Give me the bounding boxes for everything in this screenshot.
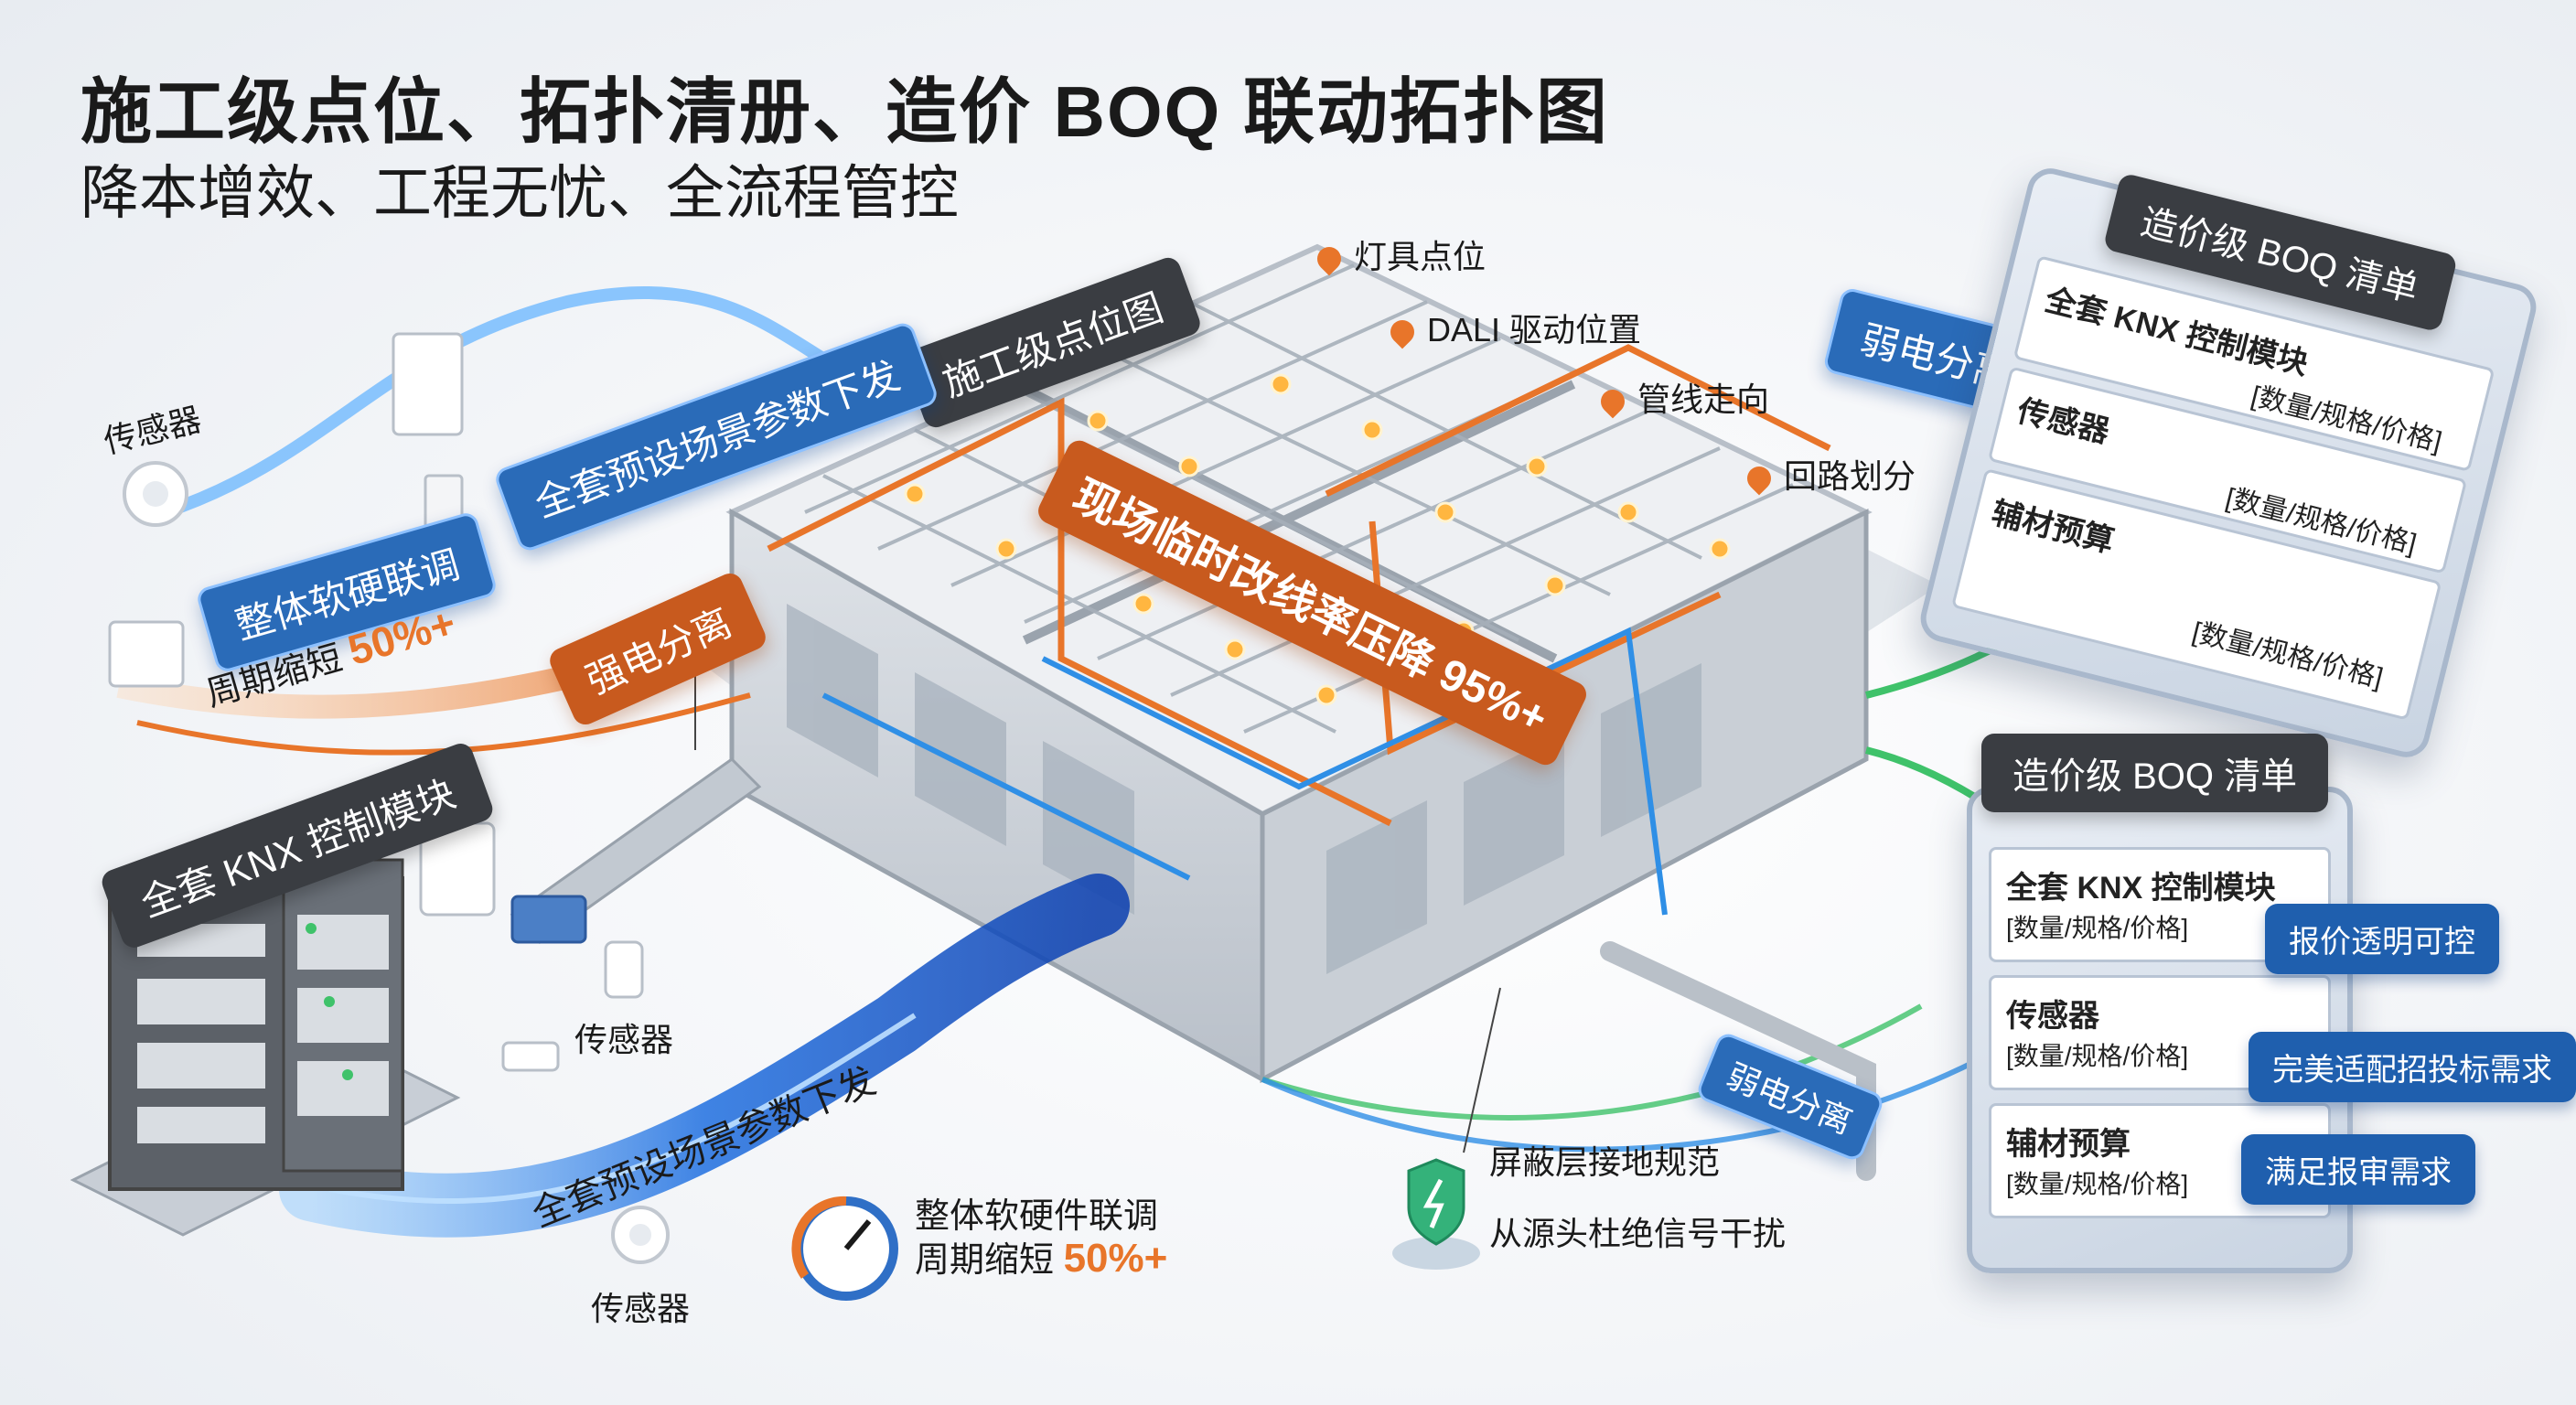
boq-row-spec: [数量/规格/价格] [2189, 617, 2387, 694]
knx-cabinet [70, 858, 461, 1237]
boq-row-name: 辅材预算 [2006, 1127, 2131, 1162]
boq-row-name: 传感器 [2013, 393, 2113, 450]
page-subtitle: 降本增效、工程无忧、全流程管控 [80, 160, 959, 226]
location-pin-icon [1595, 385, 1630, 419]
boq-row-name: 全套 KNX 控制模块 [2006, 871, 2276, 906]
speed-gauge-icon [791, 1196, 898, 1301]
din-module [108, 620, 185, 688]
building-model [725, 243, 1873, 1084]
location-pin-icon [1385, 316, 1420, 349]
tuning-label-bottom: 整体软硬件联调 [915, 1197, 1159, 1236]
pin-label: 灯具点位 [1354, 238, 1487, 275]
pin-circuit-division: 回路划分 [1742, 450, 1916, 498]
location-pin-icon [1742, 462, 1776, 496]
wall-sensor-mid [604, 940, 644, 999]
tag-transparent-quote: 报价透明可控 [2265, 904, 2499, 974]
tuning-cycle-bottom: 周期缩短 50%+ [915, 1231, 1167, 1282]
signal-interference-label: 从源头杜绝信号干扰 [1489, 1215, 1787, 1252]
panel-device-top [392, 332, 464, 436]
boq-row-name: 辅材预算 [1988, 495, 2118, 560]
shield-icon [1392, 1158, 1480, 1270]
shield-grounding-label: 屏蔽层接地规范 [1489, 1143, 1721, 1181]
pin-label: 回路划分 [1784, 457, 1916, 495]
pin-label: DALI 驱动位置 [1427, 311, 1642, 349]
sensor-label-mid: 传感器 [574, 1021, 674, 1058]
boq-row-name: 传感器 [2006, 999, 2099, 1034]
pin-lamp-point: 灯具点位 [1312, 231, 1487, 278]
page-title: 施工级点位、拓扑清册、造价 BOQ 联动拓扑图 [80, 71, 1610, 152]
pin-pipe-route: 管线走向 [1595, 373, 1770, 421]
cycle-value: 50%+ [1063, 1236, 1168, 1281]
boq-row-spec: [数量/规格/价格] [2006, 1042, 2189, 1070]
pin-dali-driver: DALI 驱动位置 [1385, 304, 1642, 351]
cycle-prefix: 周期缩短 [915, 1241, 1064, 1280]
tag-approval-fit: 满足报审需求 [2241, 1134, 2475, 1205]
boq-row: 辅材预算 [数量/规格/价格] [1989, 1103, 2331, 1218]
pin-label: 管线走向 [1637, 381, 1770, 418]
boq-row-spec: [数量/规格/价格] [2006, 1170, 2189, 1198]
location-pin-icon [1312, 242, 1347, 276]
boq-title: 造价级 BOQ 清单 [1981, 734, 2329, 812]
sensor-label-bottom: 传感器 [591, 1290, 691, 1327]
tag-bidding-fit: 完美适配招投标需求 [2249, 1032, 2576, 1102]
boq-row-spec: [数量/规格/价格] [2006, 914, 2189, 942]
